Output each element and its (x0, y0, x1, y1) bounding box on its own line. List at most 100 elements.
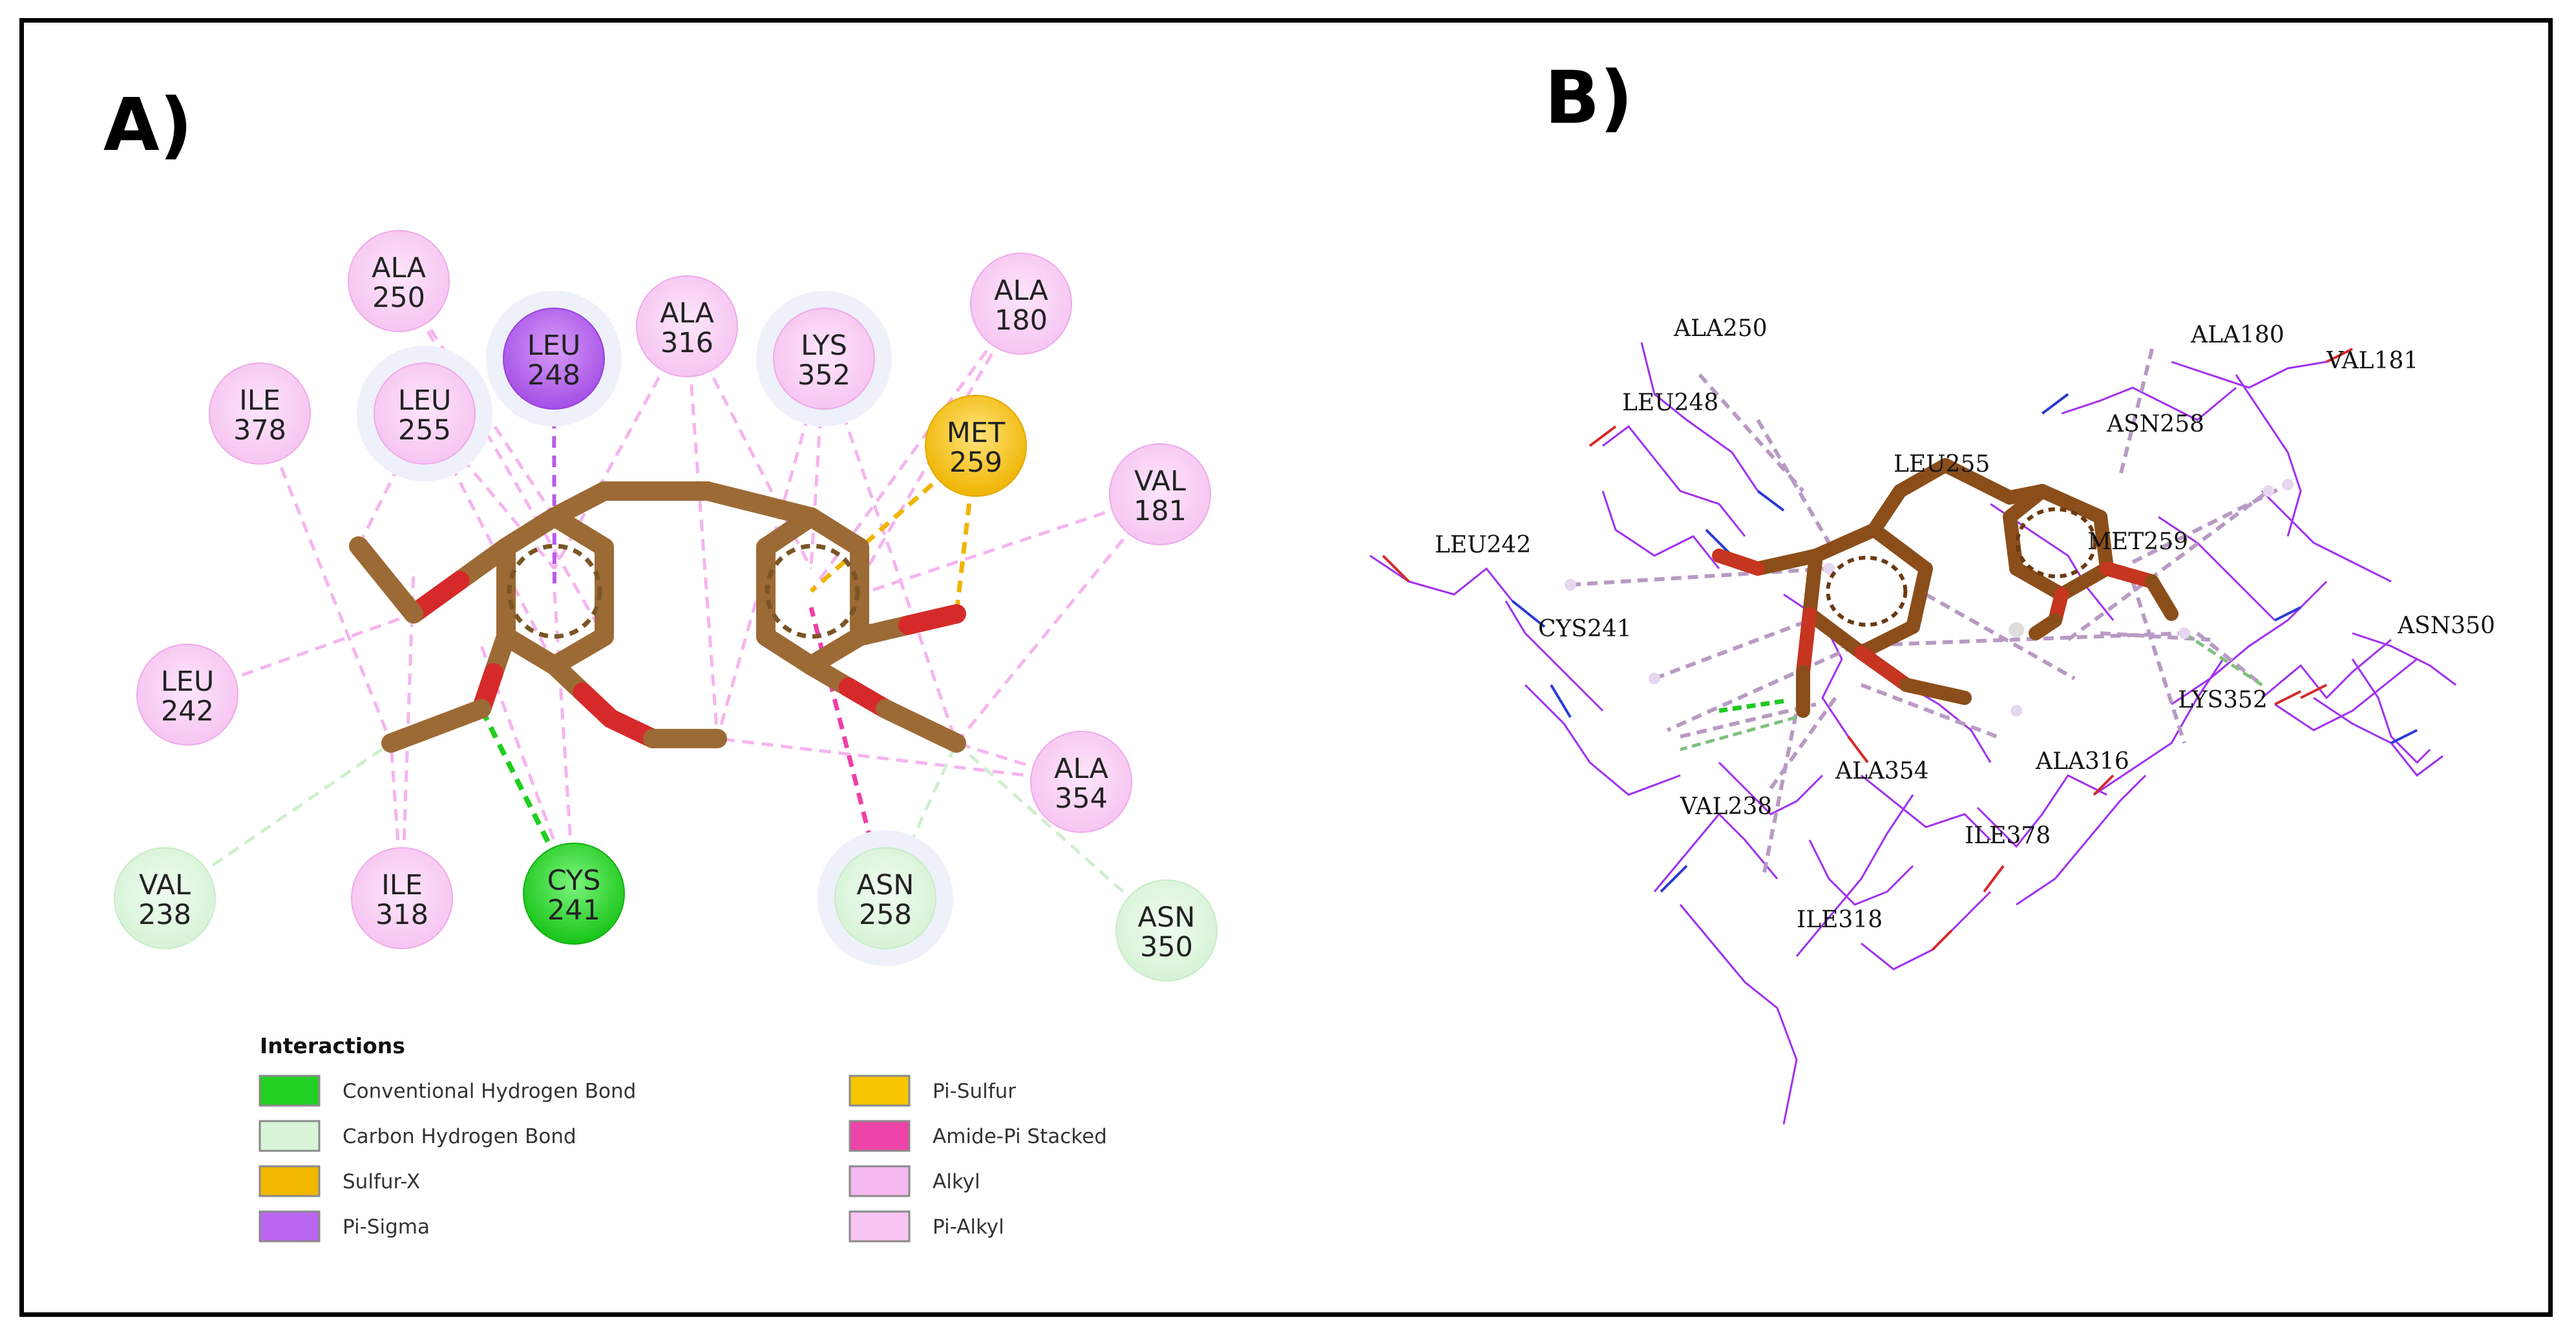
residue-name: ASN (857, 869, 914, 901)
residue-name: LEU (161, 666, 215, 698)
residue-number: 378 (233, 414, 286, 446)
residue-ile-378: ILE378 (209, 362, 311, 465)
ligand-3d-bond (1809, 523, 1881, 563)
ligand-bond (381, 699, 491, 753)
ligand-3d-bond (2003, 484, 2049, 505)
residue-number: 242 (161, 695, 214, 728)
interaction-dash-3d (1680, 702, 1817, 739)
interaction-line (955, 493, 1161, 744)
panel-b-label: B) (1545, 56, 1633, 140)
residue-number: 181 (1134, 495, 1187, 527)
interaction-dash-3d (1860, 683, 1998, 739)
interaction-center (1649, 673, 1660, 684)
interaction-line (258, 413, 393, 744)
residue-name: VAL (1134, 465, 1186, 498)
residue-name: MET (947, 417, 1006, 449)
residue-circle (136, 644, 238, 746)
legend-title: Interactions (260, 1033, 405, 1058)
protein-segment (1640, 342, 1759, 492)
residue-asn-258: ASN258 (818, 830, 953, 966)
residue-number: 352 (797, 359, 850, 392)
ligand-3d-bond (1751, 549, 1823, 576)
interaction-line (717, 737, 1082, 784)
residue-label-3d: MET259 (2087, 529, 2188, 555)
residue-circle (925, 395, 1027, 497)
residue-number: 238 (138, 899, 191, 931)
protein-segment (1808, 839, 1914, 906)
legend-item: Conventional Hydrogen Bond (259, 1075, 636, 1107)
protein-segment (1504, 600, 1604, 712)
residue-circle (834, 847, 936, 949)
legend-label: Sulfur-X (343, 1170, 420, 1193)
residue-label-3d: LEU255 (1894, 451, 1990, 478)
protein-segment (2016, 774, 2147, 906)
ligand-3d-bond (1893, 458, 1952, 498)
residue-leu-255: LEU255 (357, 346, 492, 481)
residue-circle (503, 308, 605, 410)
interaction-line (859, 492, 1161, 596)
residue-label-3d: LYS352 (2178, 687, 2268, 713)
protein-wireframe (1369, 342, 2456, 1125)
panel-a-label: A) (103, 83, 193, 167)
interaction-dash-3d (2067, 489, 2270, 642)
atom-segment (2391, 729, 2418, 744)
h-bond-dash-3d (1680, 715, 1797, 751)
ligand-3d-bond (1906, 562, 1933, 634)
atom-segment (2093, 774, 2115, 796)
ligand-3d-bond (1802, 607, 1868, 660)
interaction-line (397, 280, 606, 638)
residue-name: ILE (381, 869, 423, 901)
protein-segment (2261, 638, 2392, 700)
protein-segment (1653, 812, 1779, 892)
atom-segment (2274, 606, 2301, 622)
residue-val-181: VAL181 (1109, 443, 1211, 545)
ligand-3d-bond (2100, 562, 2159, 589)
legend-swatch (259, 1210, 321, 1243)
protein-segment (1679, 904, 1798, 1125)
protein-segment (2351, 658, 2431, 764)
residue-label-3d: VAL181 (2326, 348, 2418, 374)
residue-number: 248 (527, 359, 580, 392)
legend-label: Amide-Pi Stacked (933, 1125, 1107, 1148)
residue-label-3d: ILE378 (1965, 823, 2051, 849)
interaction-dash-3d (1756, 419, 1831, 544)
residue-number: 318 (375, 899, 428, 931)
ligand-3d (1712, 458, 2179, 718)
residue-name: LYS (801, 330, 847, 362)
ligand-3d-bond (1899, 678, 1972, 705)
interaction-dash-3d (1769, 697, 1837, 790)
protein-segment (2171, 361, 2327, 389)
interaction-center (2282, 479, 2294, 490)
legend-label: Alkyl (933, 1170, 980, 1193)
residue-label-3d: ILE318 (1797, 907, 1883, 933)
atom-segment (2300, 684, 2327, 699)
residue-labels-3d: ALA250LEU248LEU255ASN258ALA180VAL181LEU2… (1435, 315, 2495, 933)
interaction-line (553, 591, 576, 894)
protein-segment (2274, 658, 2418, 731)
ligand-bond (898, 604, 966, 635)
interaction-dash-3d (1653, 618, 1811, 680)
protein-segment (1861, 774, 1992, 841)
ligand-3d-bond (1867, 484, 1907, 537)
protein-segment (2352, 632, 2456, 686)
residue-label-3d: CYS241 (1538, 616, 1632, 642)
protein-segment (2171, 580, 2328, 706)
aromatic-ring (765, 543, 860, 639)
residue-circle (970, 253, 1072, 355)
protein-segment (1601, 490, 1720, 569)
interaction-center (1823, 563, 1835, 574)
atom-segment (1847, 735, 1869, 764)
interaction-dash-3d (2131, 581, 2186, 744)
interaction-line (423, 412, 556, 570)
residue-label-3d: ALA354 (1835, 758, 1929, 784)
interaction-lines (164, 280, 1168, 932)
residue-number: 250 (372, 282, 425, 314)
legend-label: Pi-Alkyl (933, 1215, 1004, 1239)
residue-number: 180 (995, 304, 1048, 337)
residue-circle (1030, 731, 1132, 833)
interaction-dash-3d (1666, 644, 1856, 732)
residue-lys-352: LYS352 (756, 291, 892, 426)
residue-number: 350 (1140, 931, 1193, 963)
